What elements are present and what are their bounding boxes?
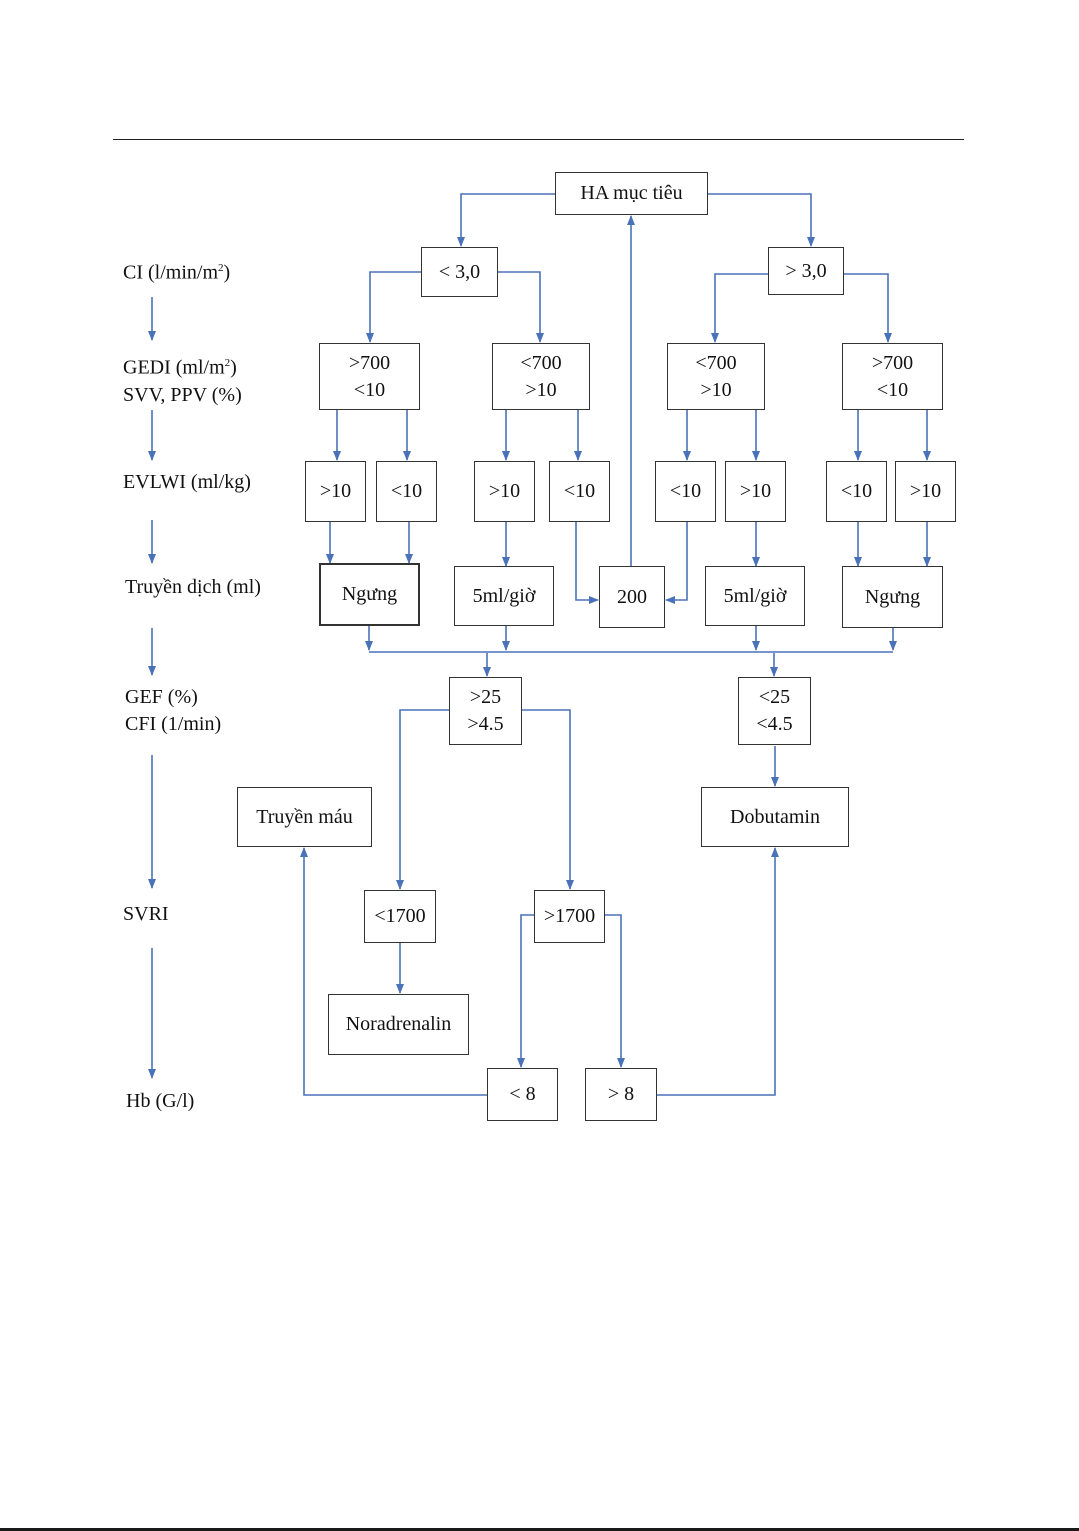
- ha-to-ci-high: [708, 193, 815, 247]
- node-evlwi-8: >10: [895, 461, 956, 522]
- node-evlwi-1: >10: [305, 461, 366, 522]
- label-ci: CI (l/min/m2): [123, 261, 231, 284]
- label-svv-ppv: SVV, PPV (%): [123, 383, 242, 406]
- node-fluid-ngung-left: Ngưng: [319, 563, 420, 626]
- node-truyen-mau: Truyền máu: [237, 787, 372, 847]
- node-hb-low: < 8: [487, 1068, 558, 1121]
- node-evlwi-6: >10: [725, 461, 786, 522]
- label-gef-cfi: GEF (%) CFI (1/min): [125, 684, 221, 738]
- ci-low-to-gedi1: [366, 271, 421, 343]
- evlwi4-to-200: [575, 521, 599, 604]
- label-cfi: CFI (1/min): [125, 713, 222, 735]
- top-rule: [113, 139, 964, 140]
- node-gedi-1: >700<10: [319, 343, 420, 410]
- ci-high-to-gedi4: [844, 273, 892, 343]
- svri-high-to-hb-high: [605, 914, 625, 1068]
- label-truyen-dich: Truyền dịch (ml): [125, 576, 261, 598]
- node-evlwi-3: >10: [474, 461, 535, 522]
- ci-low-to-gedi2: [498, 271, 544, 343]
- node-ha-muc-tieu: HA mục tiêu: [555, 172, 708, 215]
- node-gedi-2: <700>10: [492, 343, 590, 410]
- node-noradrenalin: Noradrenalin: [328, 994, 469, 1055]
- node-ci-high: > 3,0: [768, 247, 844, 295]
- gef-high-to-svri-high: [522, 709, 574, 890]
- node-fluid-5ml-left: 5ml/giờ: [454, 566, 554, 626]
- node-hb-high: > 8: [585, 1068, 657, 1121]
- node-evlwi-4: <10: [549, 461, 610, 522]
- node-gedi-3: <700>10: [667, 343, 765, 410]
- label-gedi-line1: GEDI (ml/m2): [123, 356, 237, 379]
- label-evlwi: EVLWI (ml/kg): [123, 471, 251, 493]
- node-gedi-4: >700<10: [842, 343, 943, 410]
- node-ci-low: < 3,0: [421, 247, 498, 297]
- label-svri: SVRI: [123, 903, 169, 925]
- node-evlwi-2: <10: [376, 461, 437, 522]
- bottom-edge: [0, 1528, 1079, 1531]
- node-svri-high: >1700: [534, 890, 605, 943]
- node-gef-high: >25>4.5: [449, 677, 522, 745]
- evlwi5-to-200: [665, 521, 688, 604]
- node-svri-low: <1700: [364, 890, 436, 943]
- gef-high-to-svri-low: [396, 709, 449, 890]
- node-fluid-ngung-right: Ngưng: [842, 566, 943, 628]
- label-gedi: GEDI (ml/m2) SVV, PPV (%): [123, 350, 242, 409]
- label-gef: GEF (%): [125, 686, 198, 708]
- node-fluid-200: 200: [599, 566, 665, 628]
- node-gef-low: <25<4.5: [738, 677, 811, 745]
- node-fluid-5ml-right: 5ml/giờ: [705, 566, 805, 626]
- ha-to-ci-low: [457, 193, 555, 247]
- hb-high-to-dobutamin: [657, 847, 779, 1096]
- node-dobutamin: Dobutamin: [701, 787, 849, 847]
- ci-high-to-gedi3: [711, 273, 768, 343]
- svri-high-to-hb-low: [517, 914, 534, 1068]
- hb-low-to-truyen-mau: [300, 847, 487, 1096]
- node-evlwi-5: <10: [655, 461, 716, 522]
- node-evlwi-7: <10: [826, 461, 887, 522]
- label-hb: Hb (G/l): [126, 1090, 195, 1112]
